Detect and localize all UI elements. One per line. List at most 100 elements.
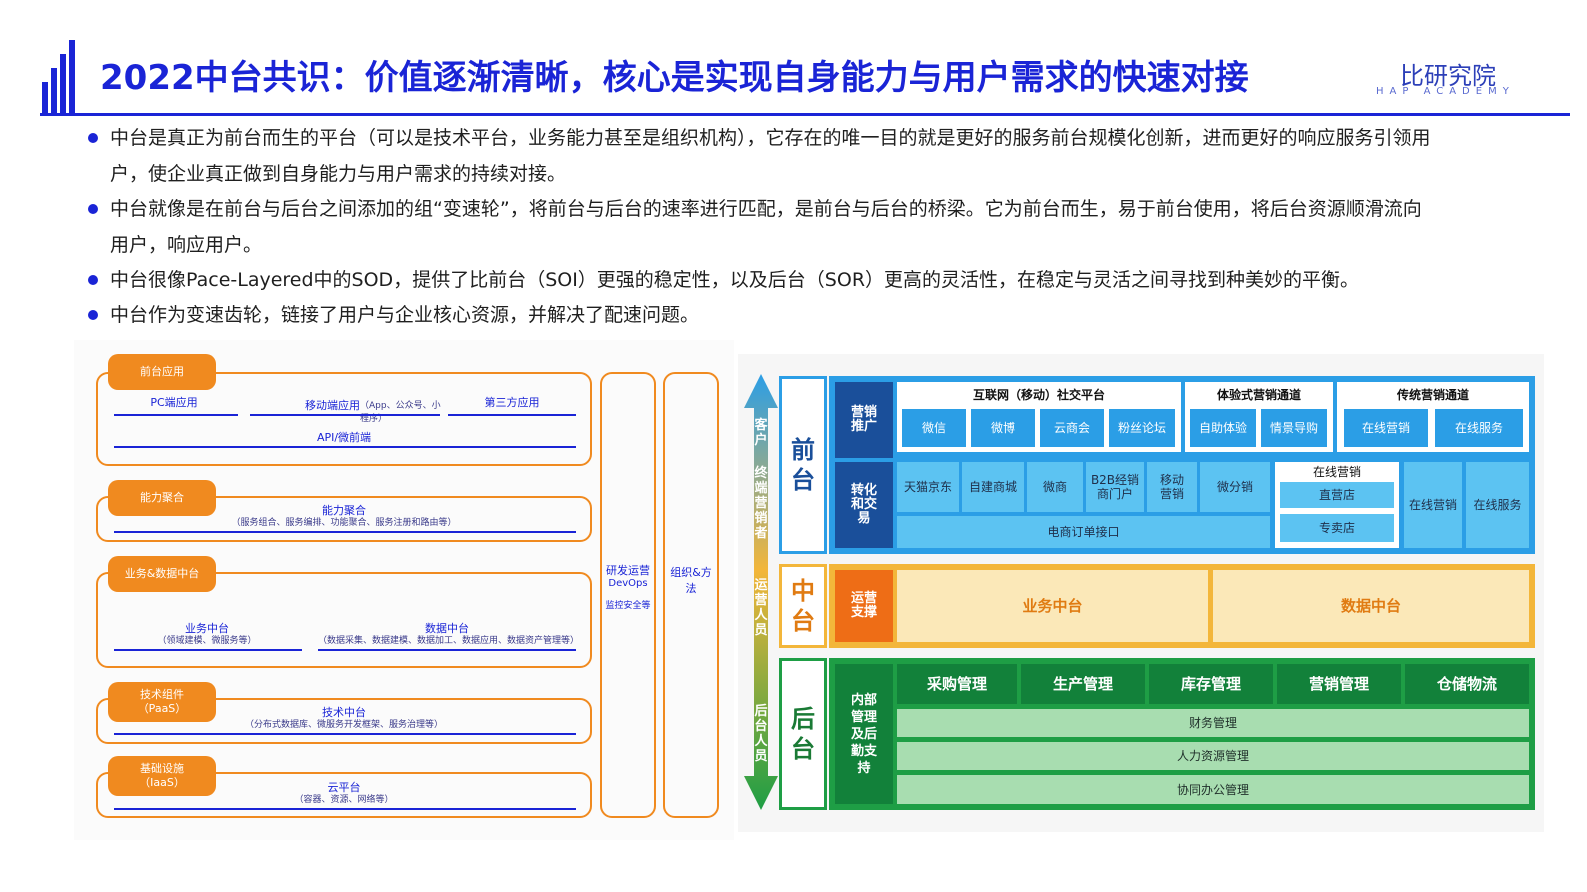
divider (448, 414, 576, 416)
layer-char: 前 (791, 436, 815, 464)
divider (114, 446, 576, 448)
layer-char: 台 (791, 607, 815, 635)
biz-mid-label: 业务中台 (185, 622, 229, 635)
bullet-item: 中台很像Pace-Layered中的SOD，提供了比前台（SOI）更强的稳定性，… (88, 262, 1528, 298)
back-row: 财务管理 (897, 709, 1529, 737)
mid-layer-label: 中 台 (779, 564, 827, 648)
bullet-text: 中台就像是在前台与后台之间添加的组“变速轮”，将前台与后台的速率进行匹配，是前台… (110, 198, 1422, 220)
tech-box (96, 698, 592, 744)
back-item: 仓储物流 (1405, 664, 1529, 704)
arrow-label-ops: 运营人员 (754, 578, 768, 638)
bizdata-box (96, 572, 592, 668)
devops-line3: 监控安全等 (605, 601, 651, 611)
layer-char: 后 (791, 705, 815, 733)
divider (114, 649, 302, 651)
arrow-label-line: 客户 (754, 418, 768, 448)
devops-line2: DevOps (608, 578, 648, 589)
mobile-app-label: 移动端应用 (305, 399, 360, 412)
org-column: 组织&方法 (663, 372, 719, 818)
convert-label: 转化和交易 (835, 462, 893, 548)
back-item: 库存管理 (1149, 664, 1273, 704)
tech-mid-sub: （分布式数据库、微服务开发框架、服务治理等） (244, 720, 443, 730)
social-title: 互联网（移动）社交平台 (972, 388, 1105, 402)
divider (250, 414, 440, 416)
layer-char: 中 (791, 577, 815, 605)
ops-label: 运营支撑 (835, 570, 893, 642)
online-item: 直营店 (1280, 482, 1394, 508)
pc-app-label: PC端应用 (150, 396, 198, 409)
divider (114, 808, 576, 810)
data-mid-sub: （数据采集、数据建模、数据加工、数据应用、数据资产管理等） (318, 636, 580, 646)
bizdata-tag: 业务&数据中台 (108, 556, 216, 592)
convert-right-item: 在线服务 (1466, 462, 1529, 548)
online-title: 在线营销 (1312, 465, 1361, 479)
front-apps-tag: 前台应用 (108, 354, 216, 390)
infra-tag-line: 基础设施 (140, 762, 184, 775)
role-arrow-icon (742, 374, 780, 810)
tech-tag-line: （PaaS） (137, 702, 187, 715)
page-title: 2022中台共识：价值逐渐清晰，核心是实现自身能力与用户需求的快速对接 (100, 58, 1249, 98)
tech-tag-line: 技术组件 (140, 688, 184, 701)
biz-mid-sub: （领域建模、微服务等） (157, 636, 257, 646)
bullet-item: 中台就像是在前台与后台之间添加的组“变速轮”，将前台与后台的速率进行匹配，是前台… (88, 191, 1528, 263)
trad-title: 传统营销通道 (1396, 388, 1469, 402)
arrow-label-back: 后台人员 (754, 704, 768, 764)
bullet-dot-icon (88, 310, 98, 320)
internal-label: 内部管理及后勤支持 (835, 664, 893, 804)
cloud-sub: （容器、资源、网络等） (294, 795, 394, 805)
layer-char: 台 (791, 466, 815, 494)
infra-box (96, 772, 592, 818)
brand-subtitle: HAP ACADEMY (1376, 86, 1515, 97)
back-item: 生产管理 (1021, 664, 1145, 704)
divider (318, 649, 576, 651)
convert-item: 天猫京东 (897, 462, 959, 512)
social-item: 微信 (902, 409, 966, 447)
back-layer-label: 后 台 (779, 658, 827, 810)
bullet-text: 用户，响应用户。 (110, 234, 263, 256)
infra-tag: 基础设施 （IaaS） (108, 756, 216, 796)
divider (114, 531, 576, 533)
cloud-title: 云平台 (327, 781, 361, 794)
biz-mid-block: 业务中台 (897, 570, 1208, 642)
data-mid-label: 数据中台 (425, 622, 469, 635)
brand-name: 比研究院 (1400, 62, 1496, 90)
social-item: 云商会 (1040, 409, 1104, 447)
third-party-app-label: 第三方应用 (484, 396, 540, 409)
infra-tag-line: （IaaS） (139, 776, 185, 789)
mobile-app-sub: （App、公众号、小程序） (360, 401, 441, 424)
arrow-label-line: 终端营销者 (754, 466, 768, 541)
social-item: 微博 (971, 409, 1035, 447)
devops-line1: 研发运营 (606, 564, 650, 577)
convert-item: B2B经销商门户 (1086, 462, 1144, 512)
bullet-dot-icon (88, 204, 98, 214)
exp-item: 自助体验 (1190, 409, 1256, 447)
data-mid-block: 数据中台 (1213, 570, 1529, 642)
capability-title: 能力聚合 (322, 504, 366, 517)
devops-text: 研发运营 DevOps 监控安全等 (602, 564, 654, 613)
bullet-text: 户，使企业真正做到自身能力与用户需求的持续对接。 (110, 163, 567, 185)
divider (114, 414, 238, 416)
capability-tag: 能力聚合 (108, 480, 216, 516)
layer-char: 台 (791, 735, 815, 763)
header-rule (40, 113, 1570, 116)
bullet-text: 中台很像Pace-Layered中的SOD，提供了比前台（SOI）更强的稳定性，… (110, 269, 1360, 291)
api-label: API/微前端 (316, 431, 372, 444)
left-architecture-diagram: 前台应用 PC端应用 移动端应用 （App、公众号、小程序） 第三方应用 API… (74, 340, 734, 840)
marketing-label: 营销推广 (835, 382, 893, 458)
front-apps-box (96, 372, 592, 466)
back-row: 人力资源管理 (897, 742, 1529, 770)
bullet-item: 中台是真正为前台而生的平台（可以是技术平台，业务能力甚至是组织机构），它存在的唯… (88, 120, 1528, 192)
bullet-text: 中台是真正为前台而生的平台（可以是技术平台，业务能力甚至是组织机构），它存在的唯… (110, 127, 1431, 149)
trad-item: 在线服务 (1435, 409, 1523, 447)
bullet-text: 中台作为变速齿轮，链接了用户与企业核心资源，并解决了配速问题。 (110, 304, 700, 326)
front-layer-label: 前 台 (779, 376, 827, 554)
capability-sub: （服务组合、服务编排、功能聚合、服务注册和路由等） (231, 518, 457, 528)
convert-item: 微商 (1027, 462, 1083, 512)
back-item: 采购管理 (897, 664, 1017, 704)
capability-box (96, 496, 592, 542)
back-row: 协同办公管理 (897, 775, 1529, 804)
tech-mid-title: 技术中台 (322, 706, 366, 719)
trad-item: 在线营销 (1344, 409, 1428, 447)
online-item: 专卖店 (1280, 514, 1394, 542)
logo-bars-icon (40, 38, 76, 114)
